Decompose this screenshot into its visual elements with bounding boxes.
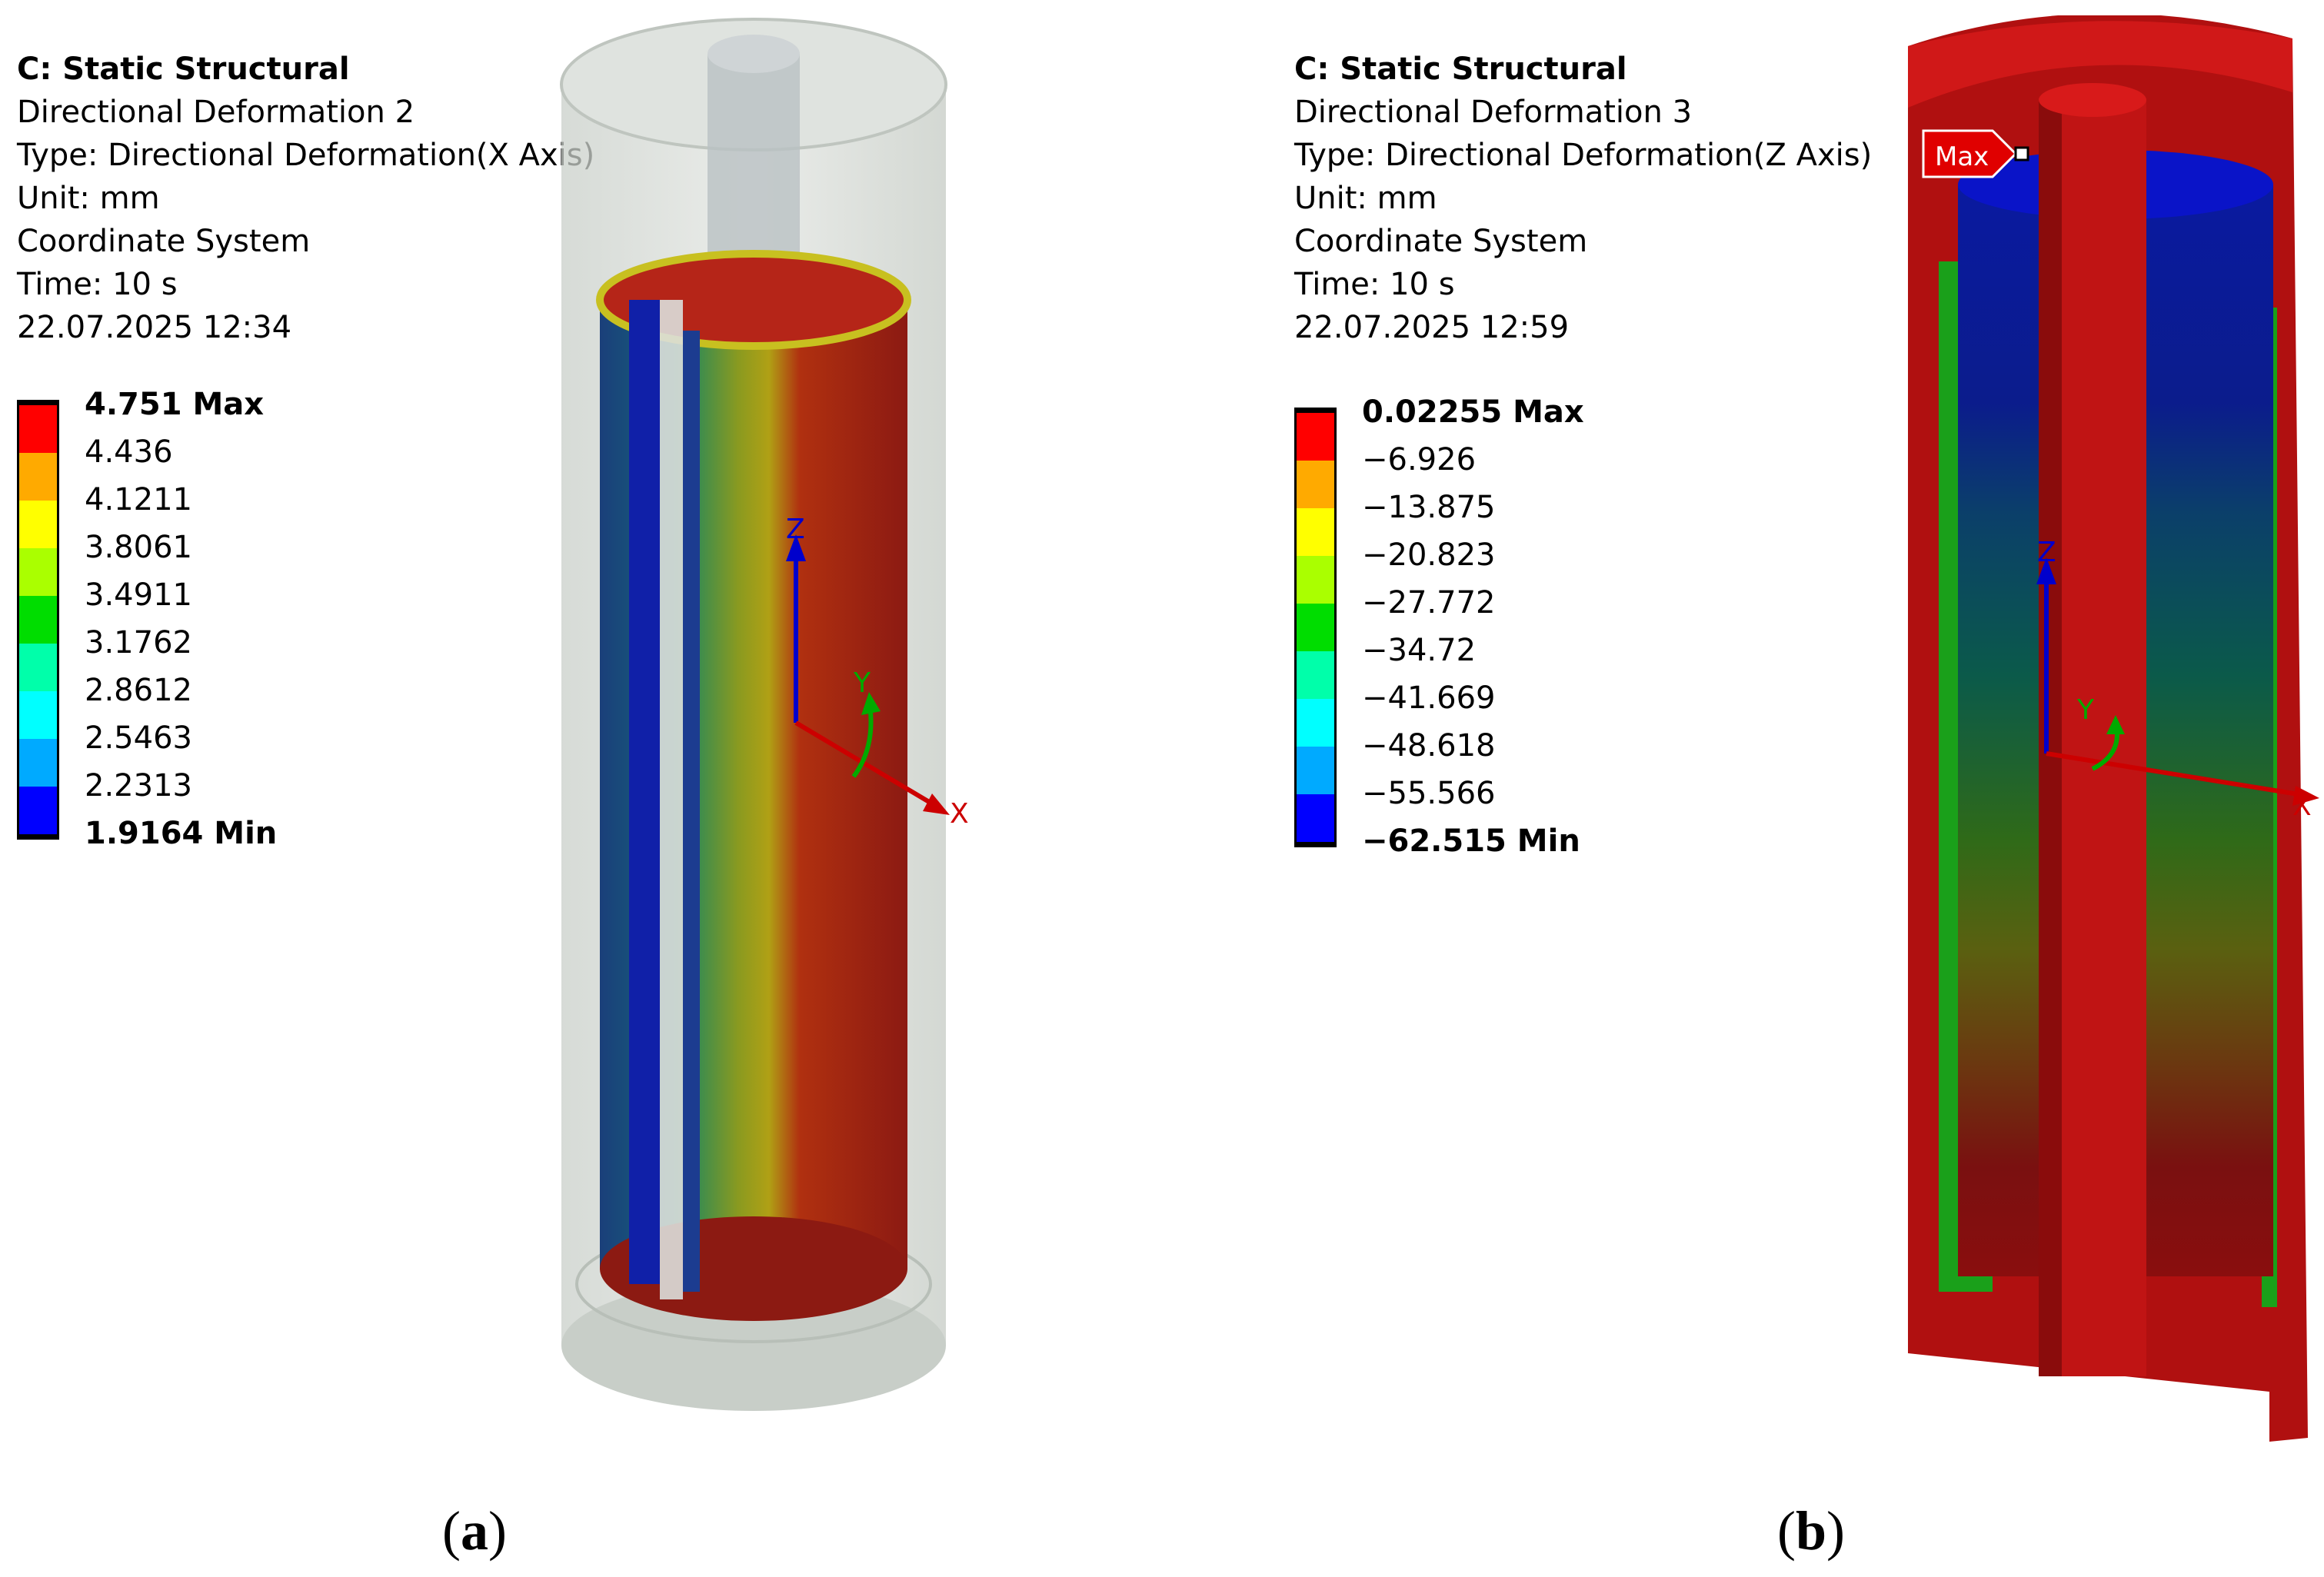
legend-tick: 3.1762 (85, 625, 192, 660)
legend-swatch (17, 453, 59, 501)
coordinate-triad (786, 534, 950, 815)
axis-x-label: X (950, 798, 969, 830)
legend-tick: −48.618 (1362, 728, 1496, 764)
result-info-a: C: Static Structural Directional Deforma… (17, 48, 594, 349)
axis-x-label: X (2292, 790, 2312, 822)
panel-b: C: Static Structural Directional Deforma… (1162, 0, 2324, 1577)
legend-max-label: 4.751 Max (85, 387, 265, 422)
legend-bottom-cap (17, 834, 59, 840)
legend-swatch (1294, 604, 1337, 651)
legend-tick: 2.5463 (85, 720, 192, 756)
legend-tick: 3.8061 (85, 530, 192, 565)
panel-a: C: Static Structural Directional Deforma… (17, 8, 969, 1562)
result-name: Directional Deformation 3 (1294, 95, 1693, 130)
caption-a: (a) (442, 1500, 507, 1562)
legend-top-cap (17, 400, 59, 405)
caption-b: (b) (1777, 1500, 1846, 1562)
legend-swatch (17, 691, 59, 739)
legend-tick: 4.436 (85, 434, 173, 470)
legend-bottom-cap (1294, 842, 1337, 847)
axis-z-label: Z (786, 514, 805, 545)
legend-tick: −41.669 (1362, 680, 1496, 716)
analysis-title: C: Static Structural (17, 52, 350, 87)
legend-max-label: 0.02255 Max (1362, 394, 1584, 430)
legend-tick: 3.4911 (85, 577, 192, 613)
legend-tick: 4.1211 (85, 482, 192, 517)
legend-tick: −6.926 (1362, 442, 1477, 477)
legend-tick: −27.772 (1362, 585, 1496, 620)
legend-swatch (17, 405, 59, 453)
result-unit: Unit: mm (1294, 181, 1437, 216)
legend-swatch (17, 787, 59, 834)
result-type: Type: Directional Deformation(X Axis) (17, 138, 595, 173)
legend-swatch (17, 548, 59, 596)
legend-swatch (17, 644, 59, 691)
model-viewport-a[interactable]: Z Y X (538, 8, 969, 1422)
coordinate-system: Coordinate System (17, 224, 311, 259)
legend-top-cap (1294, 408, 1337, 413)
result-time: Time: 10 s (17, 267, 178, 302)
legend-swatch (1294, 699, 1337, 747)
legend-tick: 2.2313 (85, 768, 192, 803)
result-time: Time: 10 s (1294, 267, 1455, 302)
max-probe[interactable]: Max (1922, 129, 2029, 178)
legend-tick: −55.566 (1362, 776, 1496, 811)
result-info-b: C: Static Structural Directional Deforma… (1294, 48, 1872, 349)
legend-swatch (1294, 794, 1337, 842)
model-viewport-b[interactable]: Max Z Y X (1893, 15, 2323, 1453)
result-timestamp: 22.07.2025 12:34 (17, 310, 292, 345)
result-name: Directional Deformation 2 (17, 95, 415, 130)
legend-swatch (1294, 508, 1337, 556)
result-type: Type: Directional Deformation(Z Axis) (1294, 138, 1873, 173)
legend-swatch (1294, 461, 1337, 508)
legend-tick: −13.875 (1362, 490, 1496, 525)
max-probe-label: Max (1935, 141, 1989, 172)
legend-min-label: 1.9164 Min (85, 816, 278, 851)
analysis-title: C: Static Structural (1294, 52, 1627, 87)
result-unit: Unit: mm (17, 181, 160, 216)
legend-tick: −20.823 (1362, 537, 1496, 573)
legend-tick: 2.8612 (85, 673, 192, 708)
legend-swatch (17, 739, 59, 787)
axis-y-label: Y (853, 667, 871, 699)
axis-y-label: Y (2076, 694, 2095, 726)
legend-tick: −34.72 (1362, 633, 1477, 668)
deformed-sleeve (596, 250, 911, 1321)
legend-swatch (17, 501, 59, 548)
color-legend-b: 0.02255 Max −6.926 −13.875 −20.823 −27.7… (1294, 394, 1633, 859)
coordinate-triad (2036, 557, 2319, 806)
color-legend-a: 4.751 Max 4.436 4.1211 3.8061 3.4911 3.1… (17, 387, 340, 851)
legend-swatch (1294, 413, 1337, 461)
legend-swatch (17, 596, 59, 644)
central-rod (2039, 83, 2146, 1376)
axis-z-label: Z (2037, 537, 2056, 568)
legend-min-label: −62.515 Min (1362, 823, 1580, 859)
coordinate-system: Coordinate System (1294, 224, 1588, 259)
legend-swatch (1294, 747, 1337, 794)
legend-swatch (1294, 556, 1337, 604)
result-timestamp: 22.07.2025 12:59 (1294, 310, 1570, 345)
legend-swatch (1294, 651, 1337, 699)
